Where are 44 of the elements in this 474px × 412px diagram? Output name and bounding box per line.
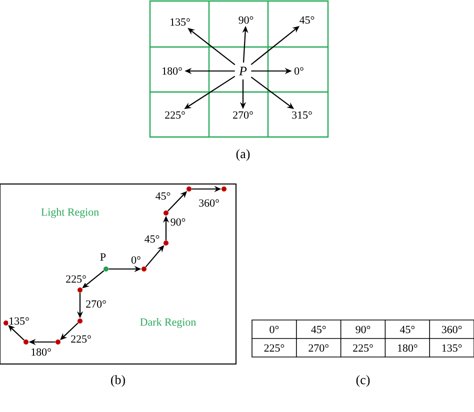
path-point [78, 288, 82, 292]
angle-value: 180° [398, 344, 418, 352]
edge-label: 225° [70, 334, 92, 344]
angle-value: 90° [356, 326, 370, 334]
edge-label: 180° [30, 348, 52, 356]
path-point [142, 266, 146, 272]
path-point [24, 340, 28, 344]
angle-label: 135° [170, 18, 190, 26]
edge-label: 45° [144, 234, 160, 244]
edge-label: 360° [198, 198, 220, 208]
angle-value: 0° [270, 326, 279, 334]
edge-label: 0° [130, 256, 142, 264]
panel-label: (a) [236, 149, 250, 161]
edge-label: 270° [85, 300, 107, 308]
path-point [186, 186, 192, 192]
angle-label: 0° [294, 67, 304, 75]
path-point [78, 318, 82, 324]
path-point [164, 210, 168, 216]
path-point [104, 266, 108, 272]
angle-label: 90° [238, 16, 254, 24]
panel-label: (c) [356, 375, 370, 387]
angle-value: 270° [308, 344, 328, 352]
angle-label: 225° [165, 111, 185, 119]
angle-value: 135° [442, 344, 462, 352]
path-point [56, 340, 60, 344]
angle-value: 225° [353, 344, 373, 352]
path-point [164, 240, 168, 246]
edge-label: 225° [65, 274, 87, 284]
edge-label: 135° [8, 316, 30, 326]
point-label: P [239, 66, 247, 76]
point-label: P [100, 253, 106, 261]
edge-label: 90° [170, 218, 186, 226]
angle-label: 315° [292, 111, 312, 119]
path-point [4, 320, 8, 326]
angle-label: 270° [233, 111, 253, 119]
angle-value: 45° [311, 326, 326, 334]
panel-label: (b) [111, 375, 125, 387]
angle-label: 180° [162, 67, 182, 75]
angle-value: 360° [442, 326, 462, 334]
edge-label: 45° [154, 192, 172, 200]
angle-value: 45° [400, 326, 415, 334]
angle-label: 45° [300, 16, 314, 24]
path-point [222, 186, 226, 192]
angle-value: 225° [264, 344, 284, 352]
